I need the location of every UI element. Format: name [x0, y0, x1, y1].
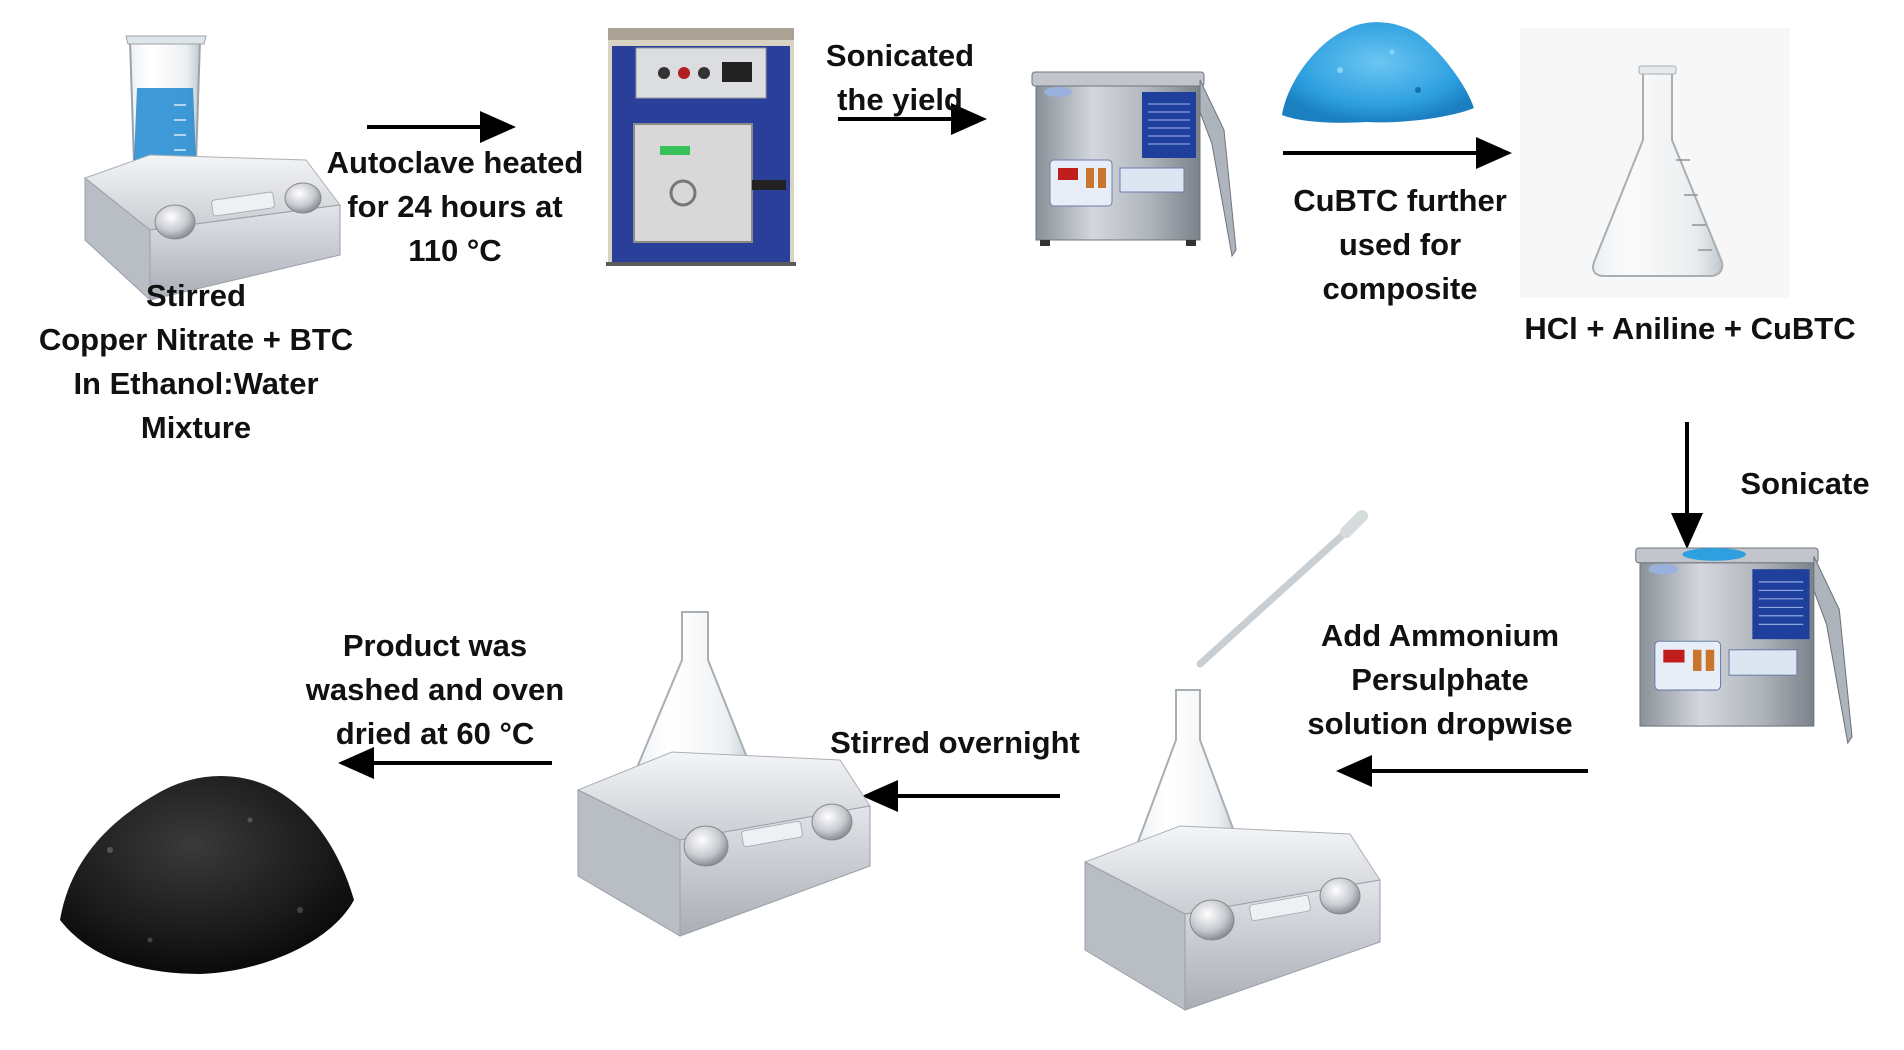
- autoclave-oven: [606, 28, 796, 266]
- ultrasonic-bath: [1031, 71, 1237, 258]
- label-sonicate: Sonicate: [1725, 462, 1885, 506]
- stir-line-4: Mixture: [140, 410, 252, 445]
- erlenmeyer-flask: [1520, 28, 1790, 298]
- autoclave-line-3: 110 °C: [408, 233, 502, 268]
- ultrasonic-bath-2: [1635, 547, 1853, 745]
- stirrer-with-flask-and-pipette: [1083, 510, 1381, 1011]
- cubtc-line-3: composite: [1322, 271, 1478, 306]
- label-sonicate-yield: Sonicated the yield: [800, 34, 1000, 122]
- label-stir-overnight: Stirred overnight: [815, 721, 1095, 765]
- label-flask-mix: HCl + Aniline + CuBTC: [1500, 307, 1880, 351]
- aps-line-1: Add Ammonium: [1320, 618, 1560, 653]
- overnight-line-1: Stirred overnight: [830, 725, 1080, 760]
- sonicate-yield-line-1: Sonicated: [825, 38, 975, 73]
- aps-line-3: solution dropwise: [1307, 706, 1573, 741]
- arrows: [338, 103, 1703, 812]
- sonicate-yield-line-2: the yield: [837, 82, 963, 117]
- cubtc-line-2: used for: [1338, 227, 1462, 262]
- stirrer-with-flask: [576, 611, 871, 937]
- label-product: Product was washed and oven dried at 60 …: [295, 624, 575, 756]
- cubtc-line-1: CuBTC further: [1293, 183, 1507, 218]
- flask-mix-line-1: HCl + Aniline + CuBTC: [1524, 311, 1856, 346]
- label-stir-step: Stirred Copper Nitrate + BTC In Ethanol:…: [36, 274, 356, 450]
- stir-line-1: Stirred: [146, 278, 246, 313]
- stir-line-2: Copper Nitrate + BTC: [38, 322, 354, 357]
- product-line-2: washed and oven: [305, 672, 565, 707]
- cubtc-powder: [1282, 22, 1474, 123]
- autoclave-line-2: for 24 hours at: [347, 189, 563, 224]
- aps-line-2: Persulphate: [1351, 662, 1529, 697]
- label-cubtc-use: CuBTC further used for composite: [1280, 179, 1520, 311]
- label-add-aps: Add Ammonium Persulphate solution dropwi…: [1300, 614, 1580, 746]
- product-line-1: Product was: [342, 628, 528, 663]
- product-powder: [60, 775, 354, 974]
- autoclave-line-1: Autoclave heated: [326, 145, 584, 180]
- label-autoclave-step: Autoclave heated for 24 hours at 110 °C: [315, 141, 595, 273]
- product-line-3: dried at 60 °C: [335, 716, 535, 751]
- sonicate-line-1: Sonicate: [1740, 466, 1870, 501]
- hotplate-stirrer-with-beaker: [83, 35, 341, 302]
- stir-line-3: In Ethanol:Water: [73, 366, 319, 401]
